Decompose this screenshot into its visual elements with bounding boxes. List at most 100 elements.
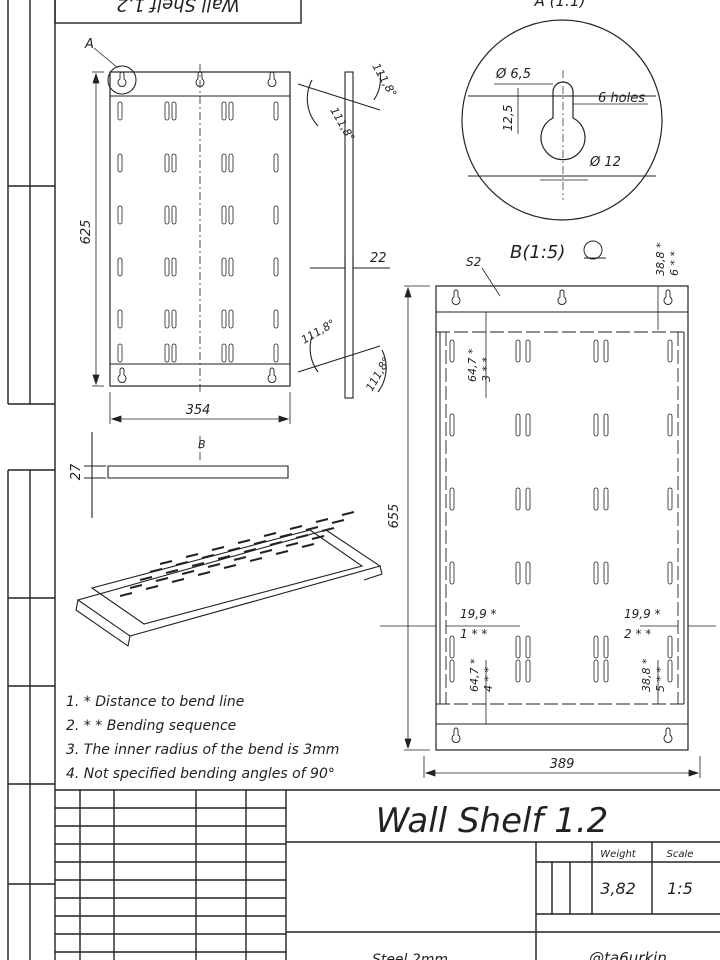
slot <box>593 339 599 363</box>
slot <box>449 561 455 585</box>
slot <box>603 635 609 659</box>
slot <box>117 153 123 173</box>
slot <box>221 153 227 173</box>
slot <box>515 339 521 363</box>
slot <box>667 659 673 683</box>
slot <box>117 257 123 277</box>
dim-b3: 19,9 * <box>460 607 497 621</box>
slot <box>228 205 234 225</box>
b-dims <box>380 285 716 778</box>
slot <box>273 101 279 121</box>
slot <box>227 547 241 552</box>
dim-b1: 38,8 * <box>654 242 667 276</box>
dim-22: 22 <box>370 251 387 266</box>
slot <box>269 541 283 546</box>
slot <box>603 659 609 683</box>
slot <box>139 576 153 581</box>
note-3: 3. The inner radius of the bend is 3mm <box>66 742 339 758</box>
weight-value: 3,82 <box>600 879 636 898</box>
slot <box>525 659 531 683</box>
dim-b3-seq: 1 * * <box>460 627 487 641</box>
slot <box>525 413 531 437</box>
dim-b2: 64,7 * <box>466 348 479 382</box>
dim-655: 655 <box>387 504 402 529</box>
slot <box>525 561 531 585</box>
slot <box>449 659 455 683</box>
slot <box>525 487 531 511</box>
slot <box>165 569 179 574</box>
top-label: Wall Shelf 1.2 <box>116 0 239 15</box>
slot <box>197 571 211 576</box>
slot <box>253 540 267 545</box>
slot <box>273 153 279 173</box>
slot <box>321 527 335 532</box>
keyhole <box>451 727 461 743</box>
dim-625: 625 <box>79 220 94 245</box>
slot <box>164 153 170 173</box>
slot <box>221 257 227 277</box>
edge-view <box>84 432 289 518</box>
slot <box>295 534 309 539</box>
slot <box>259 549 273 554</box>
slot <box>207 563 221 568</box>
slot <box>191 562 205 567</box>
material: Steel 2mm <box>372 952 448 960</box>
iso-slot-pattern <box>119 511 355 597</box>
slot <box>233 556 247 561</box>
slot <box>117 309 123 329</box>
slot <box>263 532 277 537</box>
slot <box>164 343 170 363</box>
slot <box>164 257 170 277</box>
slot <box>515 487 521 511</box>
slot <box>221 101 227 121</box>
slot <box>159 560 173 565</box>
offset-12-5: 12,5 <box>501 105 515 132</box>
detail-a-view: A (1:1) Ø 6,5 12,5 6 holes Ø 12 <box>461 0 663 221</box>
slot <box>185 553 199 558</box>
keyhole <box>117 71 127 87</box>
slot <box>155 577 169 582</box>
slot <box>228 101 234 121</box>
view-b: B(1:5) S2 <box>435 240 689 751</box>
slot <box>119 592 133 597</box>
slot <box>171 257 177 277</box>
detail-a-marker <box>107 65 137 95</box>
slot <box>221 205 227 225</box>
label-a: A <box>84 37 94 52</box>
slot <box>243 548 257 553</box>
angle-4: 111,8° <box>363 355 393 394</box>
slot <box>171 205 177 225</box>
author: @ta6urkin <box>589 949 667 960</box>
slot <box>515 659 521 683</box>
slot <box>667 339 673 363</box>
slot <box>228 153 234 173</box>
slot <box>593 561 599 585</box>
b-dim-labels: 38,8 * 6 * * 64,7 * 3 * * 19,9 * 1 * * 1… <box>460 242 681 692</box>
title: Wall Shelf 1.2 <box>376 801 609 841</box>
dim-389: 389 <box>550 757 575 772</box>
slot <box>603 339 609 363</box>
slot <box>593 487 599 511</box>
weight-label: Weight <box>600 849 637 860</box>
slot <box>164 205 170 225</box>
slot <box>201 554 215 559</box>
note-4: 4. Not specified bending angles of 90° <box>66 766 335 782</box>
slot <box>217 555 231 560</box>
dim-354: 354 <box>186 403 211 418</box>
dim-b2-seq: 3 * * <box>480 357 493 382</box>
slot <box>171 309 177 329</box>
slot <box>315 518 329 523</box>
slot <box>211 546 225 551</box>
slot <box>289 525 303 530</box>
keyhole <box>267 71 277 87</box>
top-label-box: Wall Shelf 1.2 <box>54 0 302 24</box>
dim-27: 27 <box>69 463 84 480</box>
slot <box>273 257 279 277</box>
slot <box>525 635 531 659</box>
holes-count: 6 holes <box>598 91 645 106</box>
slot <box>667 561 673 585</box>
b-keyholes <box>451 289 673 743</box>
slot <box>221 309 227 329</box>
slot <box>164 309 170 329</box>
